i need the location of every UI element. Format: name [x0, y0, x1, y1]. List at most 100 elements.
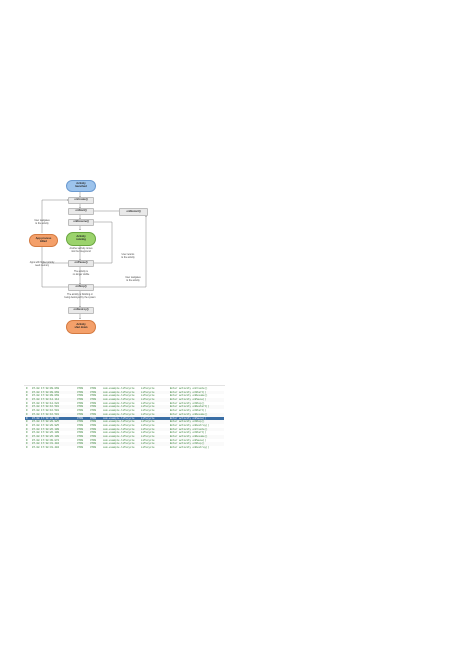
log-app: com.example.lifecycle — [103, 416, 135, 420]
log-tag: Lifecycle — [141, 394, 155, 398]
arrow-onpause-to-onresume — [91, 221, 113, 264]
log-row[interactable]: D 07-08 17:38:20.925 3799 3799 com.example.l… — [25, 420, 224, 424]
log-tag: Lifecycle — [141, 420, 155, 424]
state-activity-running: Activity running — [66, 232, 96, 246]
log-msg: Enter activity onDestroy() — [170, 446, 210, 449]
log-pid: 3799 — [77, 409, 84, 413]
log-pid: 3799 — [77, 434, 84, 438]
log-level: D — [26, 420, 28, 424]
log-level: D — [26, 442, 28, 446]
log-msg: Enter activity onPause() — [170, 398, 207, 402]
log-pid: 3799 — [77, 446, 84, 449]
note-another-activity: Another activity comes into the foregrou… — [69, 248, 93, 253]
callback-oncreate: onCreate() — [68, 197, 94, 204]
log-app: com.example.lifecycle — [103, 423, 135, 427]
log-tag: Lifecycle — [141, 387, 155, 390]
note-higher-priority: Apps with higher priority need memory — [29, 262, 55, 267]
log-tag: Lifecycle — [141, 423, 155, 427]
callback-onstop: onStop() — [68, 284, 94, 291]
log-level: D — [26, 434, 28, 438]
log-pid: 3799 — [77, 431, 84, 435]
activity-lifecycle-diagram: Activity launched onCreate() onStart() o… — [29, 180, 148, 334]
callback-onstart: onStart() — [68, 208, 94, 215]
log-msg: Enter activity onStop() — [170, 401, 205, 405]
state-activity-shut-down: Activity shut down — [66, 320, 96, 334]
log-msg: Enter activity onStop() — [170, 442, 205, 446]
log-row[interactable]: D 07-08 17:38:16.501 3799 3799 com.example.l… — [25, 412, 224, 417]
log-tid: 3799 — [90, 412, 97, 416]
log-tid: 3799 — [90, 423, 97, 427]
log-msg: Enter activity onRestart() — [170, 405, 210, 409]
log-tag: Lifecycle — [141, 412, 155, 416]
log-time: 07-08 17:38:09.069 — [32, 390, 60, 394]
log-tag: Lifecycle — [141, 434, 155, 438]
log-tag: Lifecycle — [141, 446, 155, 449]
diagram-connectors — [41, 191, 147, 320]
log-row[interactable]: D 07-08 17:38:20.925 3799 3799 com.example.l… — [25, 424, 224, 428]
log-level: D — [26, 423, 28, 427]
note-user-returns: User returns to the activity — [121, 254, 135, 259]
log-level: D — [26, 401, 28, 405]
note-finishing: The activity is finishing or being destr… — [64, 294, 96, 299]
log-tag: Lifecycle — [141, 390, 155, 394]
arrow-onstop-to-onrestart — [91, 215, 147, 288]
log-level: D — [26, 394, 28, 398]
log-msg: Enter activity onCreate() — [170, 427, 208, 431]
logcat-border — [24, 385, 225, 451]
log-app: com.example.lifecycle — [103, 442, 135, 446]
log-time: 07-08 17:38:09.069 — [32, 394, 60, 398]
log-pid: 3799 — [77, 423, 84, 427]
log-tid: 3799 — [90, 442, 97, 446]
callback-ondestroy: onDestroy() — [68, 307, 94, 314]
log-msg: Enter activity onPause() — [170, 416, 207, 420]
log-pid: 3799 — [77, 394, 84, 398]
log-app: com.example.lifecycle — [103, 412, 135, 416]
log-tid: 3799 — [90, 405, 97, 409]
log-time: 07-08 17:38:12.112 — [32, 398, 60, 402]
log-app: com.example.lifecycle — [103, 398, 135, 402]
log-time: 07-08 17:38:20.925 — [32, 423, 60, 427]
log-tag: Lifecycle — [141, 416, 155, 420]
log-pid: 3799 — [77, 442, 84, 446]
log-time: 07-08 17:38:26.109 — [32, 434, 60, 438]
log-app: com.example.lifecycle — [103, 420, 135, 424]
log-tag: Lifecycle — [141, 431, 155, 435]
log-app: com.example.lifecycle — [103, 401, 135, 405]
log-time: 07-08 17:38:12.622 — [32, 401, 60, 405]
callback-onpause: onPause() — [68, 260, 94, 267]
log-tag: Lifecycle — [141, 427, 155, 431]
log-app: com.example.lifecycle — [103, 409, 135, 413]
log-tid: 3799 — [90, 420, 97, 424]
log-level: D — [26, 427, 28, 431]
arrow-killed-to-oncreate — [41, 199, 69, 233]
log-level: D — [26, 438, 28, 442]
log-tag: Lifecycle — [141, 398, 155, 402]
log-row[interactable]: D 07-08 17:38:12.622 3799 3799 com.example.l… — [25, 402, 224, 406]
log-msg: Enter activity onResume() — [170, 412, 208, 416]
note-user-navigates-left: User navigates to the activity — [34, 220, 50, 225]
log-tag: Lifecycle — [141, 438, 155, 442]
log-tid: 3799 — [90, 446, 97, 449]
log-tid: 3799 — [90, 434, 97, 438]
log-pid: 3799 — [77, 401, 84, 405]
callback-onrestart: onRestart() — [119, 208, 148, 216]
log-time: 07-08 17:38:16.501 — [32, 412, 60, 416]
log-level: D — [26, 416, 28, 420]
log-tid: 3799 — [90, 390, 97, 394]
log-tid: 3799 — [90, 438, 97, 442]
log-time: 07-08 17:38:26.109 — [32, 427, 60, 431]
